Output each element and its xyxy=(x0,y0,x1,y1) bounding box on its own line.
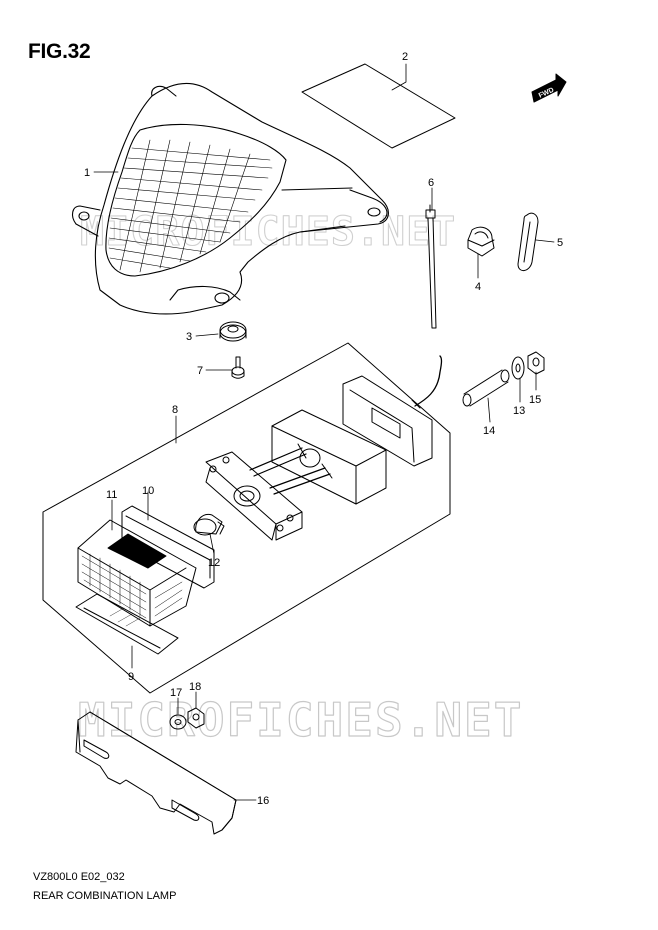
callout-16: 16 xyxy=(257,795,269,807)
callout-11: 11 xyxy=(106,489,117,501)
screw-part-7 xyxy=(231,356,245,379)
model-code: VZ800L0 E02_032 xyxy=(33,871,125,883)
label-plate-part-2 xyxy=(301,63,456,149)
lens-part-11 xyxy=(77,519,197,627)
callout-5: 5 xyxy=(557,237,563,249)
callout-6: 6 xyxy=(428,177,434,189)
cable-tie-part-6 xyxy=(425,204,437,329)
spacer-part-14 xyxy=(462,369,510,407)
callout-4: 4 xyxy=(475,281,481,293)
callout-17: 17 xyxy=(170,687,182,699)
watermark: MICROFICHES.NET MICROFICHES.NET xyxy=(77,208,523,747)
lamp-unit-base xyxy=(205,443,333,541)
callout-7: 7 xyxy=(197,365,203,377)
callout-2: 2 xyxy=(402,51,408,63)
lamp-cover-part-1 xyxy=(71,82,389,315)
gasket-block xyxy=(271,409,387,505)
svg-text:MICROFICHES.NET: MICROFICHES.NET xyxy=(78,693,523,747)
clamp-part-4 xyxy=(467,226,495,257)
grommet-part-3 xyxy=(219,321,247,342)
leader-lines xyxy=(93,63,555,801)
callout-10: 10 xyxy=(142,485,154,497)
reflector-part-9 xyxy=(75,593,179,655)
bulb-part-12 xyxy=(193,513,225,536)
callout-3: 3 xyxy=(186,331,192,343)
callout-15: 15 xyxy=(529,394,541,406)
callout-18: 18 xyxy=(189,681,201,693)
clip-part-5 xyxy=(517,212,539,271)
lamp-assembly-frame-part-8 xyxy=(42,342,451,694)
washer-part-13 xyxy=(511,356,525,380)
assembly-name: REAR COMBINATION LAMP xyxy=(33,890,177,902)
callout-14: 14 xyxy=(483,425,495,437)
bracket-part-16 xyxy=(75,711,237,835)
callout-8: 8 xyxy=(172,404,178,416)
nut-part-15 xyxy=(527,351,545,375)
callout-1: 1 xyxy=(84,167,90,179)
figure-title: FIG.32 xyxy=(28,40,91,63)
callout-9: 9 xyxy=(128,671,134,683)
rear-gasket-frame xyxy=(342,355,443,467)
svg-text:MICROFICHES.NET: MICROFICHES.NET xyxy=(80,209,456,255)
washer-part-17 xyxy=(169,714,187,730)
fwd-arrow-icon: FWD xyxy=(531,73,567,103)
callout-13: 13 xyxy=(513,405,525,417)
callout-12: 12 xyxy=(208,557,220,569)
